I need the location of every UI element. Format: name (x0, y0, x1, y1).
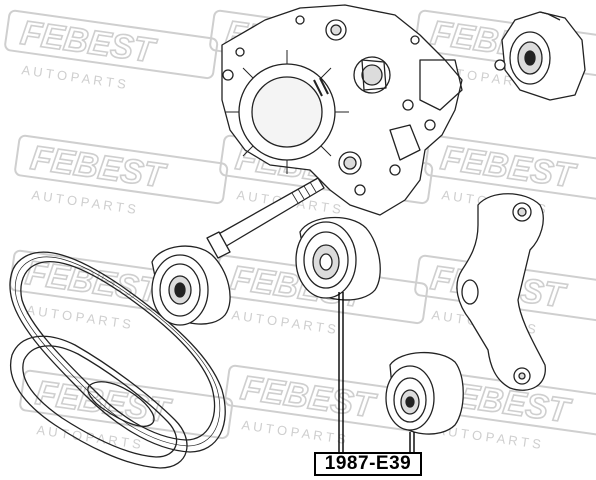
watermark-tagline: A U T O P A R T S (231, 307, 337, 337)
long-mounting-bolt (206, 177, 325, 259)
leader-lines (338, 292, 415, 452)
watermark-tagline: A U T O P A R T S (241, 417, 347, 447)
watermark-tagline: A U T O P A R T S (21, 62, 127, 92)
idler-pulley-left (151, 245, 231, 326)
engine-front-cover (221, 4, 463, 216)
watermark-tagline: A U T O P A R T S (31, 187, 137, 217)
watermark-tagline: A U T O P A R T S (36, 422, 142, 452)
tensioner-arm-bracket (456, 193, 546, 391)
watermark-tile: FEBEST A U T O P A R T S (4, 9, 219, 92)
part-number-label: 1987-E39 (314, 452, 422, 476)
idler-pulley-center (295, 216, 381, 301)
drive-belt-short (10, 335, 188, 469)
belt-tensioner-assembly (494, 11, 586, 101)
watermark-tagline: A U T O P A R T S (26, 302, 132, 332)
watermark-tile: FEBEST A U T O P A R T S (14, 134, 229, 217)
idler-pulley-small (385, 351, 464, 435)
